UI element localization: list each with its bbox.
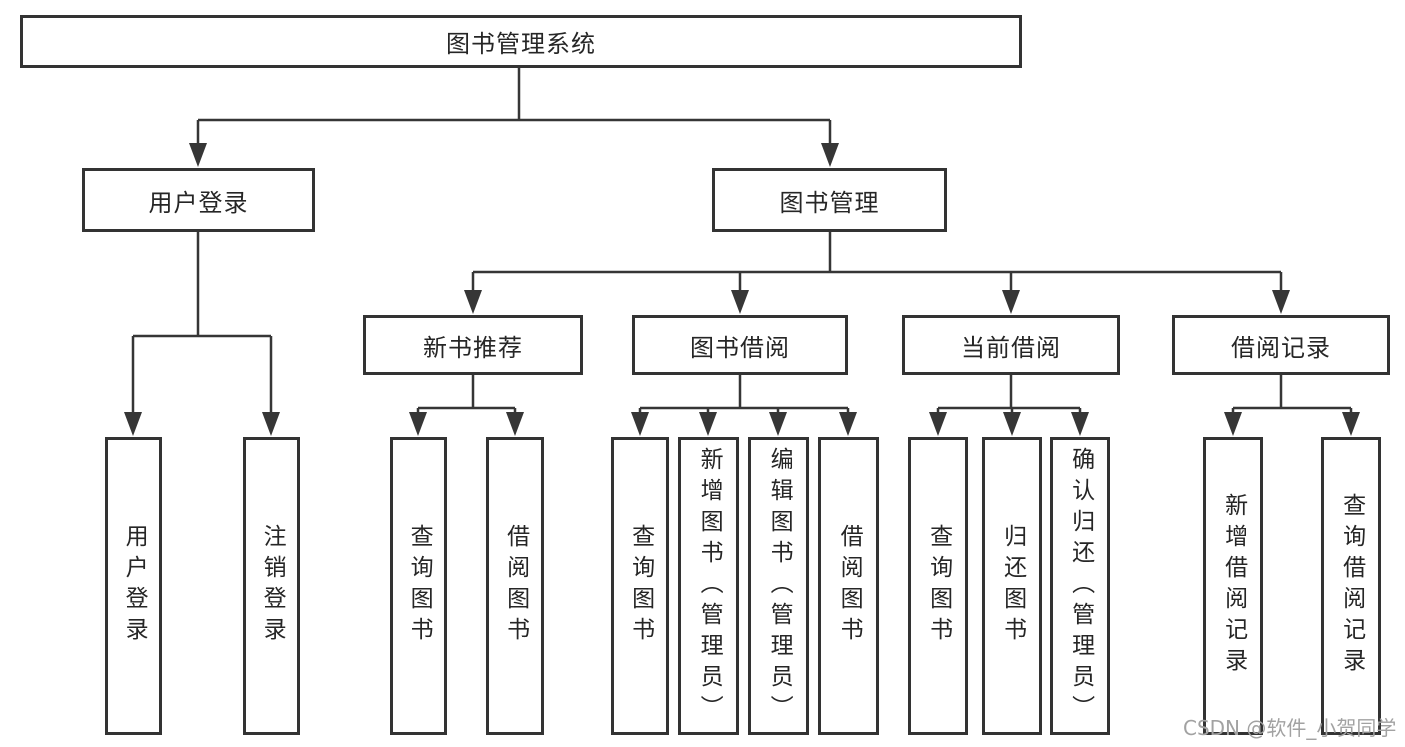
arrowhead [699,412,717,436]
leaf-label: 新增借阅记录 [1220,493,1247,679]
arrowhead [124,412,142,436]
leaf-query-books: 查询图书 [611,437,669,735]
leaf-label: 借阅图书 [836,524,863,648]
csdn-watermark: CSDN @软件_小贺同学 [1183,716,1397,740]
leaf-borrow-books: 借阅图书 [818,437,879,735]
connector-new-book-children [416,375,517,416]
leaf-add-books-admin: 新增图书（管理员） [678,437,739,735]
arrowhead [821,143,839,167]
connector-user-login-children [131,232,273,416]
node-label: 用户登录 [148,188,249,217]
node-library-management-system: 图书管理系统 [20,15,1022,68]
arrowhead [1224,412,1242,436]
leaf-label: 确认归还（管理员） [1067,446,1094,726]
arrowhead [631,412,649,436]
arrowhead [731,290,749,314]
arrowhead [929,412,947,436]
leaf-label: 查询图书 [925,524,952,648]
leaf-borrow-books: 借阅图书 [486,437,544,735]
leaf-edit-books-admin: 编辑图书（管理员） [748,437,809,735]
node-current-borrowing: 当前借阅 [902,315,1120,375]
leaf-label: 查询图书 [406,524,433,648]
leaf-label: 借阅图书 [502,524,529,648]
node-book-borrowing: 图书借阅 [632,315,848,375]
node-label: 图书借阅 [690,333,790,362]
arrowhead [464,290,482,314]
node-label: 当前借阅 [961,333,1061,362]
node-label: 图书管理 [779,188,880,217]
node-label: 借阅记录 [1231,333,1331,362]
arrowhead [506,412,524,436]
leaf-query-books: 查询图书 [390,437,447,735]
leaf-label: 注销登录 [259,524,286,648]
arrowhead [769,412,787,436]
arrowhead [1071,412,1089,436]
connector-book-management-children [471,232,1283,293]
leaf-query-books: 查询图书 [908,437,968,735]
connector-borrowing-records-children [1231,375,1353,416]
leaf-return-books: 归还图书 [982,437,1042,735]
arrowhead [1002,290,1020,314]
node-book-management: 图书管理 [712,168,947,232]
arrowhead [1272,290,1290,314]
arrowhead [409,412,427,436]
connector-root-to-level2 [196,68,832,146]
leaf-label: 用户登录 [121,524,148,648]
connector-book-borrowing-children [638,375,850,416]
arrowheads [124,143,1360,436]
leaf-add-borrow-record: 新增借阅记录 [1203,437,1263,735]
arrowhead [839,412,857,436]
leaf-label: 归还图书 [999,524,1026,648]
leaf-label: 新增图书（管理员） [696,446,723,726]
leaf-user-login: 用户登录 [105,437,162,735]
arrowhead [1342,412,1360,436]
leaf-label: 编辑图书（管理员） [766,446,793,726]
node-user-login: 用户登录 [82,168,315,232]
node-label: 新书推荐 [423,333,523,362]
node-borrowing-records: 借阅记录 [1172,315,1390,375]
leaf-label: 查询图书 [627,524,654,648]
connector-current-borrowing-children [936,375,1082,416]
leaf-confirm-return-admin: 确认归还（管理员） [1050,437,1110,735]
arrowhead [189,143,207,167]
leaf-query-borrow-record: 查询借阅记录 [1321,437,1381,735]
leaf-logout: 注销登录 [243,437,300,735]
arrowhead [262,412,280,436]
arrowhead [1003,412,1021,436]
node-new-book-recommendation: 新书推荐 [363,315,583,375]
node-label: 图书管理系统 [446,30,596,58]
leaf-label: 查询借阅记录 [1338,493,1365,679]
